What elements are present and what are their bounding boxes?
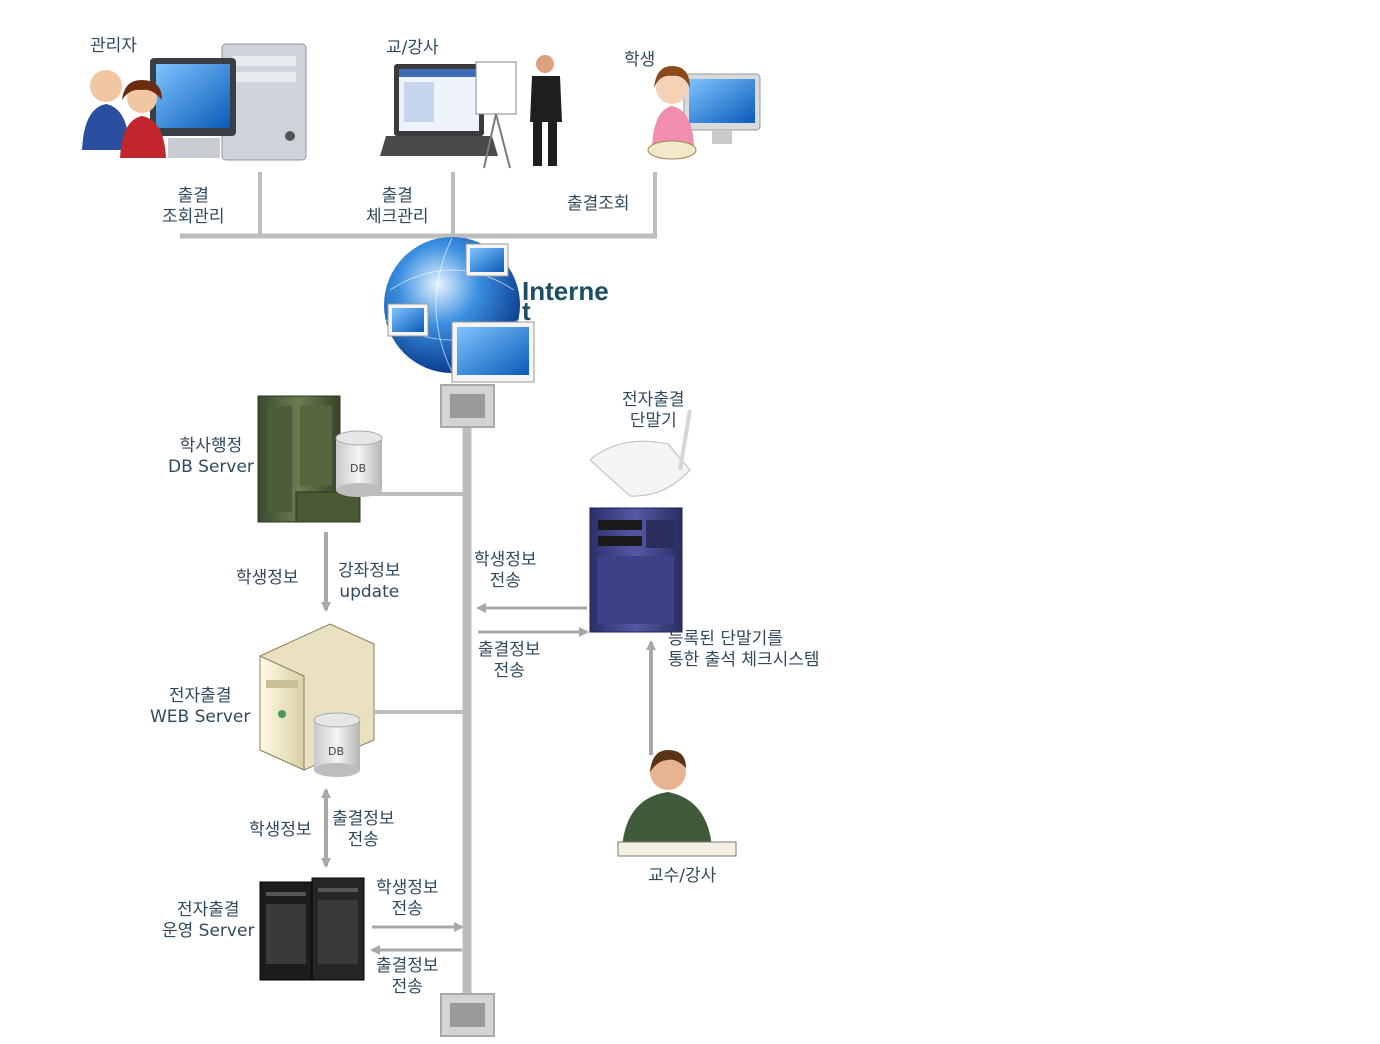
teacher-label: 교/강사	[386, 38, 439, 58]
top-bus	[180, 172, 657, 239]
admin-function-line1: 출결	[177, 186, 209, 206]
ops-server-line2: 운영 Server	[162, 921, 255, 941]
ops-attendance-send-line1: 출결정보	[376, 956, 439, 976]
admin-label: 관리자	[90, 36, 137, 56]
internet-label-line2: t	[522, 296, 531, 326]
flow-arrows	[321, 532, 656, 955]
ops-server-icon	[259, 877, 365, 981]
ops-server-line1: 전자출결	[176, 900, 240, 920]
web-ops-attendance-label: 출결정보 전송	[332, 809, 395, 851]
terminal-device-line1: 전자출결	[622, 390, 685, 410]
db-to-web-course-label: 강좌정보 update	[338, 561, 401, 603]
ops-server-label: 전자출결 운영 Server	[162, 900, 254, 942]
ops-student-send-label: 학생정보 전송	[376, 878, 439, 920]
db-server-icon	[257, 395, 361, 523]
db-cylinder-icon	[335, 430, 383, 497]
terminal-system-line1: 등록된 단말기를	[668, 629, 783, 649]
teacher-function-label: 출결 체크관리	[366, 186, 429, 228]
web-ops-student-label: 학생정보	[249, 820, 312, 840]
internet-globe-icon	[384, 237, 535, 383]
terminal-student-send-line2: 전송	[489, 571, 521, 591]
db-to-web-course-line1: 강좌정보	[338, 561, 401, 581]
internet-label-line1: Interne	[522, 276, 609, 306]
terminal-attendance-send-line1: 출결정보	[478, 640, 541, 660]
terminal-device-label: 전자출결 단말기	[622, 390, 685, 432]
terminal-device-icon	[589, 409, 692, 497]
ops-student-send-line2: 전송	[391, 899, 423, 919]
terminal-student-send-label: 학생정보 전송	[474, 550, 537, 592]
ops-student-send-line1: 학생정보	[376, 878, 439, 898]
terminal-server-icon	[589, 507, 683, 633]
web-server-line2: WEB Server	[150, 707, 251, 727]
web-db-badge: DB	[328, 745, 345, 758]
terminal-system-label: 등록된 단말기를 통한 출석 체크시스템	[668, 629, 820, 671]
teacher-function-line1: 출결	[381, 186, 413, 206]
terminal-student-send-line1: 학생정보	[474, 550, 537, 570]
terminal-system-line2: 통한 출석 체크시스템	[668, 650, 820, 670]
db-server-line2: DB Server	[168, 457, 254, 477]
db-to-web-student-label: 학생정보	[236, 568, 299, 588]
admin-function-label: 출결 조회관리	[162, 186, 225, 228]
terminal-attendance-send-label: 출결정보 전송	[478, 640, 541, 682]
professor-icon	[617, 750, 737, 857]
terminal-attendance-send-line2: 전송	[493, 661, 525, 681]
web-server-label: 전자출결 WEB Server	[150, 686, 250, 728]
web-ops-attendance-line2: 전송	[347, 830, 379, 850]
db-badge: DB	[350, 462, 367, 475]
db-server-label: 학사행정 DB Server	[168, 436, 254, 478]
web-server-line1: 전자출결	[168, 686, 232, 706]
internet-label: Interne t	[522, 276, 609, 326]
db-server-line1: 학사행정	[179, 436, 243, 456]
ops-attendance-send-line2: 전송	[391, 977, 423, 997]
web-db-cylinder-icon	[313, 712, 361, 777]
admin-function-line2: 조회관리	[162, 207, 225, 227]
terminal-device-line2: 단말기	[629, 411, 677, 431]
web-ops-attendance-line1: 출결정보	[332, 809, 395, 829]
admin-icon	[82, 43, 307, 161]
professor-label: 교수/강사	[648, 866, 717, 886]
teacher-function-line2: 체크관리	[366, 207, 429, 227]
student-icon	[647, 66, 761, 160]
backbone	[370, 384, 495, 1037]
teacher-icon	[380, 55, 562, 169]
student-function-label: 출결조회	[567, 194, 630, 214]
ops-attendance-send-label: 출결정보 전송	[376, 956, 439, 998]
db-to-web-course-line2: update	[339, 582, 400, 602]
student-label: 학생	[624, 50, 656, 70]
